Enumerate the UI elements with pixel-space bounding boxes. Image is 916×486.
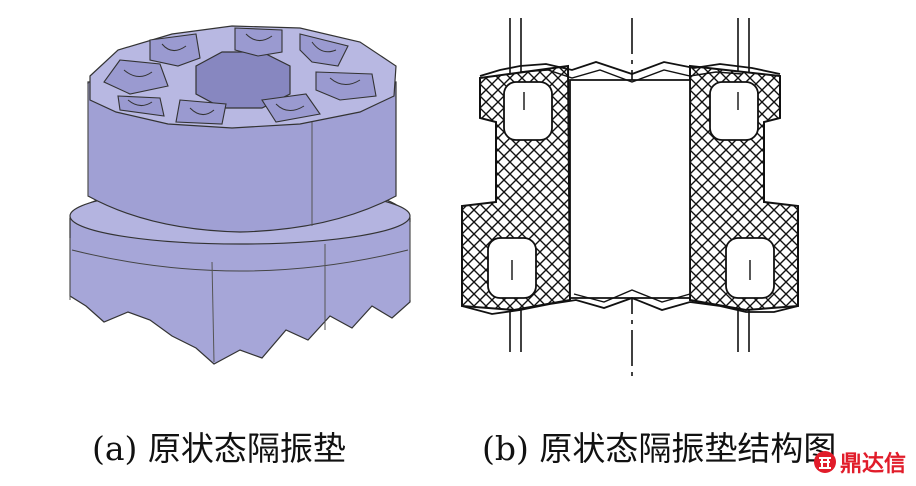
caption-b: (b) 原状态隔振垫结构图 [482,429,837,468]
isolator-3d-view [69,25,411,365]
section-bottom-edge [461,297,799,315]
watermark-text: 鼎达信 [840,452,907,477]
watermark: 鼎达信 [812,446,906,478]
central-bore [195,51,291,109]
caption-a: (a) 原状态隔振垫 [92,429,346,468]
section-center-bore [569,79,691,299]
isolator-section-view [461,18,799,378]
watermark-logo-icon [814,451,836,473]
section-top-edge [479,61,781,77]
